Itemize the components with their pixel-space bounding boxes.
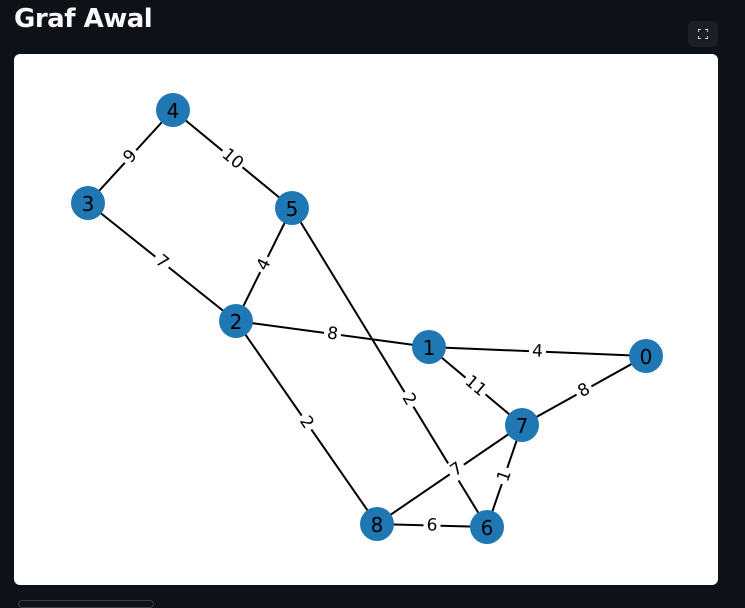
node-label: 3 [82, 192, 95, 216]
node-label: 4 [167, 99, 180, 123]
edge-label-1-0: 4 [528, 341, 547, 362]
edge-label-2-8: 2 [293, 409, 320, 436]
node-label: 8 [371, 513, 384, 537]
edge-label-8-6: 6 [423, 515, 441, 536]
node-circle [275, 191, 309, 225]
edge-label-0-7: 8 [571, 377, 597, 404]
node-circle [360, 507, 394, 541]
edge-label-4-5: 10 [216, 143, 249, 175]
edge-label-5-6: 2 [396, 386, 422, 412]
node-label: 5 [286, 197, 299, 221]
bottom-element [18, 600, 154, 608]
edge-7-8 [376, 424, 523, 525]
edge-label-5-2: 4 [251, 252, 277, 277]
fullscreen-button[interactable] [688, 21, 718, 47]
node-circle [470, 510, 504, 544]
node-circle [629, 339, 663, 373]
node-circle [412, 330, 446, 364]
node-2: 2 [219, 304, 253, 338]
edge-weight-text: 4 [532, 341, 544, 361]
node-4: 4 [156, 93, 190, 127]
edge-weight-text: 10 [218, 144, 247, 173]
node-label: 0 [640, 345, 653, 369]
node-label: 6 [481, 516, 494, 540]
node-1: 1 [412, 330, 446, 364]
node-7: 7 [505, 408, 539, 442]
edge-label-7-6: 1 [492, 464, 517, 488]
node-5: 5 [275, 191, 309, 225]
edge-weight-text: 8 [326, 323, 339, 344]
edge-label-1-7: 11 [459, 369, 492, 403]
edge-weight-text: 11 [461, 371, 490, 400]
edge-label-4-3: 9 [117, 143, 144, 170]
node-0: 0 [629, 339, 663, 373]
page-title: Graf Awal [14, 4, 153, 34]
node-circle [505, 408, 539, 442]
node-circle [71, 186, 105, 220]
fullscreen-icon [698, 29, 708, 39]
edge-label-7-8: 7 [444, 456, 470, 483]
node-circle [156, 93, 190, 127]
node-label: 1 [423, 336, 436, 360]
edge-label-2-1: 8 [322, 322, 343, 346]
node-circle [219, 304, 253, 338]
edge-label-3-2: 7 [149, 248, 175, 276]
node-6: 6 [470, 510, 504, 544]
edge-weight-text: 6 [426, 515, 437, 535]
node-label: 7 [516, 414, 529, 438]
node-label: 2 [230, 310, 243, 334]
node-8: 8 [360, 507, 394, 541]
node-3: 3 [71, 186, 105, 220]
